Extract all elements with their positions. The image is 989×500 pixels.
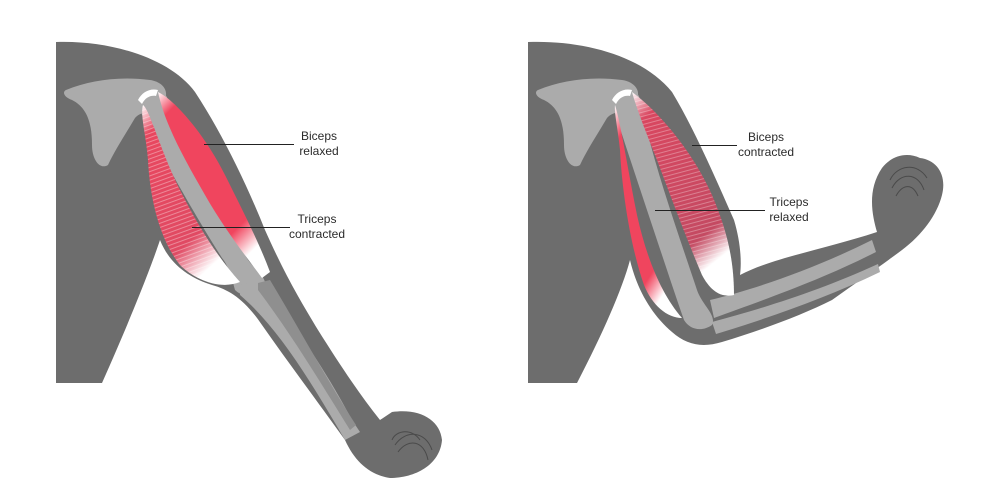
triceps-leader-line [655,210,765,211]
finger-line [889,166,928,181]
biceps-muscle [158,92,270,278]
arm-extended-illustration [56,41,442,479]
arm-flexed-illustration [528,41,944,384]
humerus-bone [614,88,714,330]
forearm-bones [240,280,360,440]
biceps-label: Biceps relaxed [299,129,339,158]
biceps-leader-line [692,145,737,146]
triceps-label: Triceps relaxed [769,195,809,224]
tendon [138,89,158,104]
triceps-muscle [614,105,682,318]
biceps-label: Biceps contracted [737,130,795,159]
triceps-leader-line [192,227,290,228]
forearm-bones [710,240,876,318]
humerus-bone [140,88,265,296]
tendon [612,89,632,104]
biceps-leader-line [204,144,294,145]
triceps-label: Triceps contracted [288,212,346,241]
panel-arm-flexed: Biceps contracted Triceps relaxed [472,0,966,500]
panel-arm-extended: Biceps relaxed Triceps contracted [0,0,494,500]
